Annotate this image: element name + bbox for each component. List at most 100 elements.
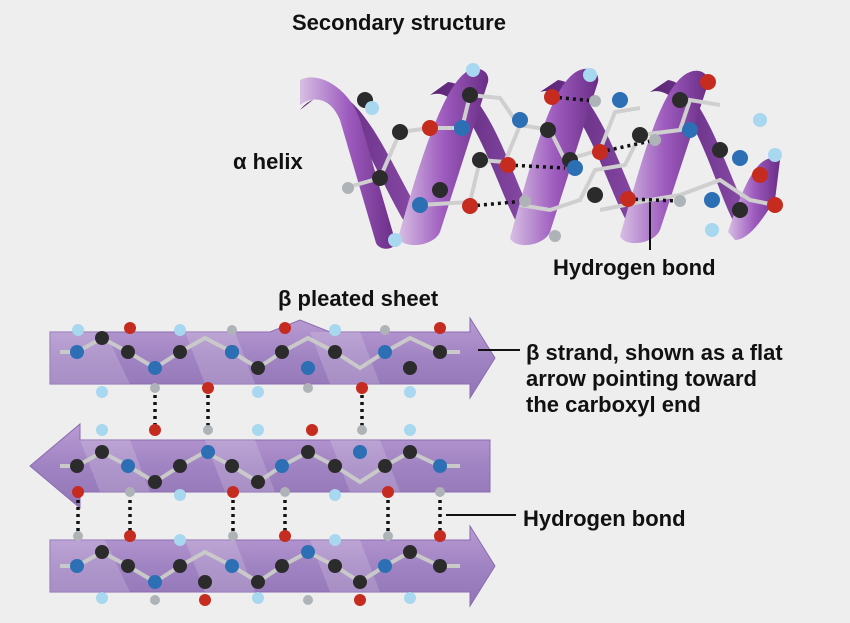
carbon-atom bbox=[70, 459, 84, 473]
helix-atoms bbox=[342, 63, 783, 247]
nitrogen-atom bbox=[412, 197, 428, 213]
nitrogen-atom bbox=[148, 361, 162, 375]
r-group-atom bbox=[174, 534, 186, 546]
nitrogen-atom bbox=[70, 345, 84, 359]
hydrogen-atom bbox=[383, 531, 393, 541]
hydrogen-atom bbox=[228, 531, 238, 541]
helix-back-strand bbox=[430, 82, 538, 228]
carbon-atom bbox=[173, 459, 187, 473]
oxygen-atom bbox=[202, 382, 214, 394]
hydrogen-atom bbox=[125, 487, 135, 497]
oxygen-atom bbox=[462, 198, 478, 214]
r-group-atom bbox=[404, 592, 416, 604]
beta-strand-middle bbox=[29, 422, 491, 510]
helix-back-strand bbox=[650, 80, 752, 224]
r-group-atom bbox=[72, 324, 84, 336]
carbon-atom bbox=[251, 361, 265, 375]
carbon-atom bbox=[403, 361, 417, 375]
helix-front-strand bbox=[620, 70, 709, 244]
carbon-atom bbox=[95, 331, 109, 345]
r-group-atom bbox=[329, 324, 341, 336]
beta-strand-caption-line: arrow pointing toward bbox=[526, 366, 757, 391]
oxygen-atom bbox=[434, 530, 446, 542]
helix-front-strand bbox=[300, 77, 396, 249]
oxygen-atom bbox=[500, 157, 516, 173]
r-group-atom bbox=[96, 592, 108, 604]
carbon-atom bbox=[148, 475, 162, 489]
nitrogen-atom bbox=[70, 559, 84, 573]
oxygen-atom bbox=[72, 486, 84, 498]
nitrogen-atom bbox=[567, 160, 583, 176]
oxygen-atom bbox=[124, 322, 136, 334]
beta-strand-caption-line: the carboxyl end bbox=[526, 392, 701, 417]
oxygen-atom bbox=[752, 167, 768, 183]
helix-back-strand bbox=[300, 92, 430, 230]
alpha-helix-ribbon bbox=[300, 68, 780, 249]
oxygen-atom bbox=[700, 74, 716, 90]
nitrogen-atom bbox=[433, 459, 447, 473]
carbon-atom bbox=[540, 122, 556, 138]
oxygen-atom bbox=[434, 322, 446, 334]
carbon-atom bbox=[587, 187, 603, 203]
carbon-atom bbox=[472, 152, 488, 168]
hydrogen-atom bbox=[549, 230, 561, 242]
oxygen-atom bbox=[592, 144, 608, 160]
hydrogen-atom bbox=[589, 95, 601, 107]
r-group-atom bbox=[388, 233, 402, 247]
carbon-atom bbox=[121, 345, 135, 359]
nitrogen-atom bbox=[201, 445, 215, 459]
r-group-atom bbox=[466, 63, 480, 77]
oxygen-atom bbox=[306, 424, 318, 436]
carbon-atom bbox=[173, 345, 187, 359]
diagram-title: Secondary structure bbox=[292, 10, 506, 35]
helix-hydrogen-bond-label: Hydrogen bond bbox=[553, 255, 716, 280]
hydrogen-atom bbox=[303, 383, 313, 393]
carbon-atom bbox=[712, 142, 728, 158]
r-group-atom bbox=[365, 101, 379, 115]
helix-backbone-bonds bbox=[344, 92, 776, 213]
beta-sheet-strands bbox=[29, 316, 496, 608]
oxygen-atom bbox=[382, 486, 394, 498]
oxygen-atom bbox=[199, 594, 211, 606]
hydrogen-atom bbox=[357, 425, 367, 435]
r-group-atom bbox=[329, 489, 341, 501]
carbon-atom bbox=[275, 559, 289, 573]
oxygen-atom bbox=[279, 530, 291, 542]
hydrogen-atom bbox=[649, 134, 661, 146]
hydrogen-atom bbox=[150, 595, 160, 605]
hydrogen-atom bbox=[303, 595, 313, 605]
carbon-atom bbox=[433, 559, 447, 573]
r-group-atom bbox=[404, 424, 416, 436]
oxygen-atom bbox=[279, 322, 291, 334]
hydrogen-atom bbox=[227, 325, 237, 335]
nitrogen-atom bbox=[512, 112, 528, 128]
carbon-atom bbox=[95, 445, 109, 459]
carbon-atom bbox=[392, 124, 408, 140]
nitrogen-atom bbox=[225, 559, 239, 573]
hydrogen-atom bbox=[380, 325, 390, 335]
nitrogen-atom bbox=[301, 545, 315, 559]
carbon-atom bbox=[378, 459, 392, 473]
oxygen-atom bbox=[767, 197, 783, 213]
hydrogen-atom bbox=[342, 182, 354, 194]
carbon-atom bbox=[353, 575, 367, 589]
nitrogen-atom bbox=[378, 559, 392, 573]
oxygen-atom bbox=[356, 382, 368, 394]
r-group-atom bbox=[768, 148, 782, 162]
r-group-atom bbox=[404, 386, 416, 398]
nitrogen-atom bbox=[353, 445, 367, 459]
alpha-helix-label: α helix bbox=[233, 149, 303, 174]
r-group-atom bbox=[174, 489, 186, 501]
helix-front-strand bbox=[510, 68, 599, 246]
beta-strand-caption-line: β strand, shown as a flat bbox=[526, 340, 783, 365]
beta-strand-bottom-atoms bbox=[70, 530, 447, 606]
carbon-atom bbox=[173, 559, 187, 573]
oxygen-atom bbox=[227, 486, 239, 498]
nitrogen-atom bbox=[275, 459, 289, 473]
beta-strand-bottom bbox=[49, 524, 496, 608]
carbon-atom bbox=[403, 445, 417, 459]
hydrogen-atom bbox=[519, 195, 531, 207]
r-group-atom bbox=[252, 424, 264, 436]
nitrogen-atom bbox=[225, 345, 239, 359]
oxygen-atom bbox=[149, 424, 161, 436]
